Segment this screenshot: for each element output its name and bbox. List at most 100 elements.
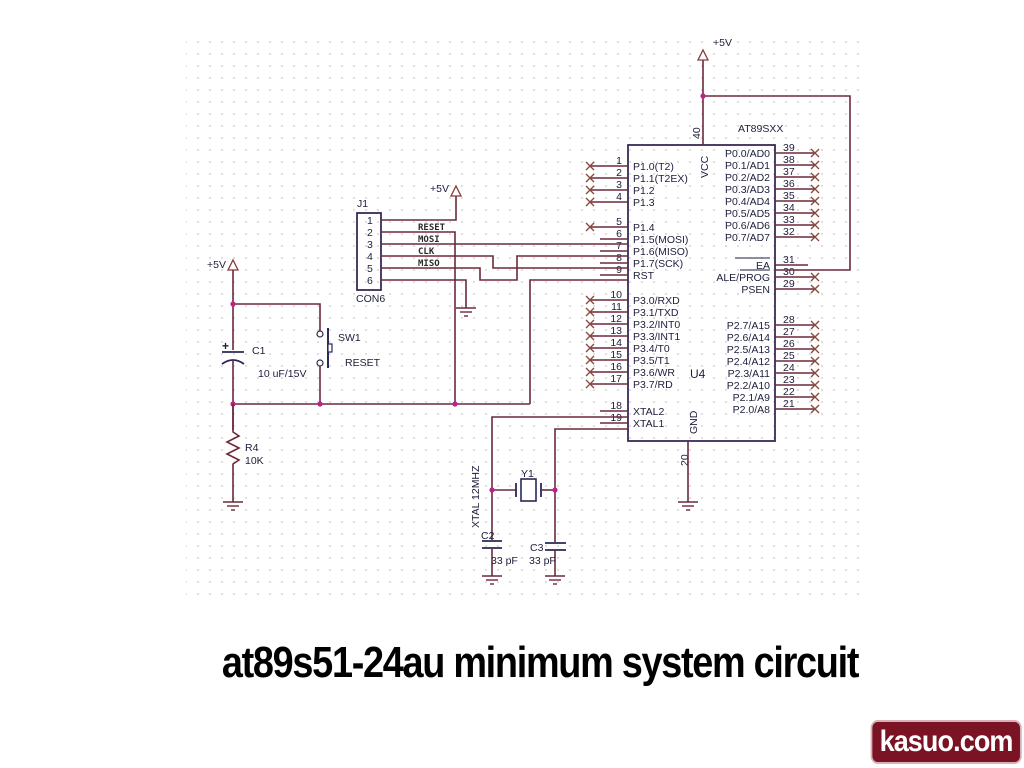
pin-number: 24 [783, 362, 795, 374]
pin-name: P0.3/AD3 [725, 184, 770, 196]
pin-number: 3 [616, 179, 622, 191]
no-connect-icon [810, 148, 820, 158]
pin-number: 28 [783, 314, 795, 326]
pin-name: P1.2 [633, 185, 655, 197]
grid-background [186, 36, 866, 596]
no-connect-icon [810, 272, 820, 282]
power-label: +5V [207, 259, 226, 271]
pin-number: 18 [610, 400, 622, 412]
no-connect-icon [585, 331, 595, 341]
c1-value: 10 uF/15V [258, 368, 306, 380]
page-title: at89s51-24au minimum system circuit [221, 638, 860, 687]
c1-ref: C1 [252, 345, 266, 357]
crystal-y1-icon [520, 478, 537, 502]
pin-number: 1 [616, 155, 622, 167]
switch-top-wire [233, 303, 321, 331]
pin-name: EA [756, 260, 770, 272]
c3-ref: C3 [530, 542, 544, 554]
no-connect-icon [810, 284, 820, 294]
c2-value: 33 pF [491, 555, 518, 567]
pin-name: P3.0/RXD [633, 295, 680, 307]
no-connect-icon [585, 307, 595, 317]
pin-number: 14 [610, 337, 622, 349]
pin-name: ALE/PROG [716, 272, 770, 284]
connector-pin-number: 4 [367, 251, 373, 263]
pin-name: P1.4 [633, 222, 655, 234]
pin-name: P0.4/AD4 [725, 196, 770, 208]
pin-name: P3.6/WR [633, 367, 675, 379]
pin-name: P3.1/TXD [633, 307, 679, 319]
no-connect-icon [585, 173, 595, 183]
pin-number: 23 [783, 374, 795, 386]
pin-number: 11 [611, 301, 622, 313]
connector-pin-number: 2 [367, 227, 373, 239]
xtal1-wire [554, 428, 628, 542]
pin-number: 33 [783, 214, 795, 226]
pin-name: P0.2/AD2 [725, 172, 770, 184]
connector-pin-number: 1 [367, 215, 373, 227]
no-connect-icon [585, 355, 595, 365]
pin-name: XTAL2 [633, 406, 664, 418]
pin-name: P2.5/A13 [727, 344, 770, 356]
pin-name: P3.2/INT0 [633, 319, 680, 331]
pin-name: P3.3/INT1 [633, 331, 680, 343]
sw1-ref: SW1 [338, 332, 361, 344]
no-connect-icon [585, 295, 595, 305]
pin-number: 21 [783, 398, 795, 410]
pin-number: 22 [783, 386, 795, 398]
crystal-label: XTAL 12MHZ [470, 465, 482, 528]
pin-number: 35 [783, 190, 795, 202]
pin-number: 2 [616, 167, 622, 179]
pin-number: 39 [783, 142, 795, 154]
miso-net-wire [381, 255, 628, 281]
pin-name: P2.4/A12 [727, 356, 770, 368]
pin-number: 25 [783, 350, 795, 362]
pin-number: 26 [783, 338, 795, 350]
no-connect-icon [810, 160, 820, 170]
no-connect-icon [585, 343, 595, 353]
pin-number: 16 [610, 361, 622, 373]
pin-number: 6 [616, 228, 622, 240]
pin-number: 7 [616, 240, 622, 252]
brand-logo[interactable]: kasuo.com [872, 722, 1020, 762]
ground-icon [545, 575, 565, 585]
no-connect-icon [810, 196, 820, 206]
pin-name: P0.7/AD7 [725, 232, 770, 244]
net-label-miso: MISO [418, 259, 440, 269]
polarity-plus-icon: + [222, 339, 229, 353]
rst-wire [529, 279, 628, 404]
no-connect-icon [810, 404, 820, 414]
pin-name: P0.1/AD1 [725, 160, 770, 172]
c3-value: 33 pF [529, 555, 556, 567]
pin-number: 31 [783, 254, 795, 266]
pin-name: P1.6(MISO) [633, 246, 688, 258]
pin-name: P2.0/A8 [733, 404, 771, 416]
pin-name: P2.2/A10 [727, 380, 770, 392]
pin-name: P3.4/T0 [633, 343, 670, 355]
pin-name: P1.0(T2) [633, 161, 674, 173]
pin-number: 12 [610, 313, 622, 325]
xtal2-wire [491, 416, 628, 540]
pin-number: 13 [610, 325, 622, 337]
no-connect-icon [810, 220, 820, 230]
